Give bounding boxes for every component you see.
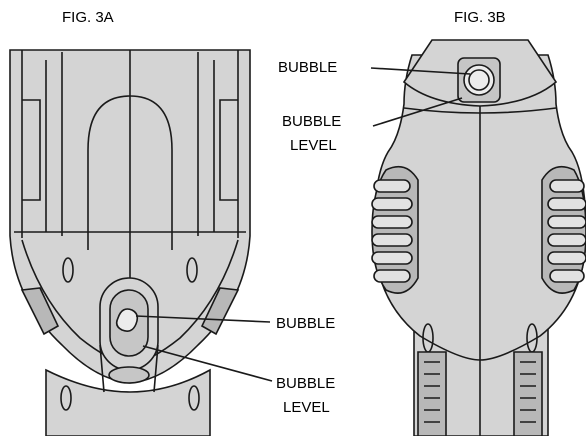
fig-3a-bubble-level-label-1: BUBBLE bbox=[276, 375, 335, 392]
fig-3a-lower-cap bbox=[108, 366, 150, 384]
fig-3a-grip-left bbox=[20, 287, 60, 336]
fig-3a-slot-4 bbox=[188, 385, 200, 411]
fig-3a-level-leader bbox=[142, 345, 273, 382]
fig-3b-grip-right bbox=[541, 165, 586, 294]
fig-3a-bubble-leader bbox=[135, 315, 271, 323]
fig-3b-bubble-label: BUBBLE bbox=[278, 59, 337, 76]
fig-3b-level-leader bbox=[372, 97, 463, 127]
fig-3b-bubble-core bbox=[468, 69, 490, 91]
fig-3a-pocket-left bbox=[22, 99, 41, 201]
fig-3b-bubble-level-label-2: LEVEL bbox=[290, 137, 337, 154]
fig-3a-pocket-right bbox=[219, 99, 238, 201]
fig-3a-bubble bbox=[115, 308, 139, 332]
fig-3a-slot-2 bbox=[186, 257, 198, 283]
fig-3a-bubble-label: BUBBLE bbox=[276, 315, 335, 332]
fig-3a-bubble-level-label-2: LEVEL bbox=[283, 399, 330, 416]
fig-3a-handle-stub bbox=[45, 368, 211, 436]
fig-3b-grip-left bbox=[371, 165, 419, 294]
fig-3a: FIG. 3A bbox=[9, 9, 335, 436]
fig-3b-bubble-leader bbox=[370, 67, 471, 75]
fig-3b-title: FIG. 3B bbox=[454, 9, 506, 26]
fig-3a-title: FIG. 3A bbox=[62, 9, 114, 26]
fig-3a-slot-1 bbox=[62, 257, 74, 283]
fig-3b: FIG. 3B bbox=[278, 9, 586, 436]
fig-3a-slot-3 bbox=[60, 385, 72, 411]
fig-3b-bubble-level-label-1: BUBBLE bbox=[282, 113, 341, 130]
fig-3b-handle-texture-right bbox=[513, 351, 543, 436]
fig-3b-handle-texture-left bbox=[417, 351, 447, 436]
fig-3a-lower-guard bbox=[99, 344, 159, 393]
